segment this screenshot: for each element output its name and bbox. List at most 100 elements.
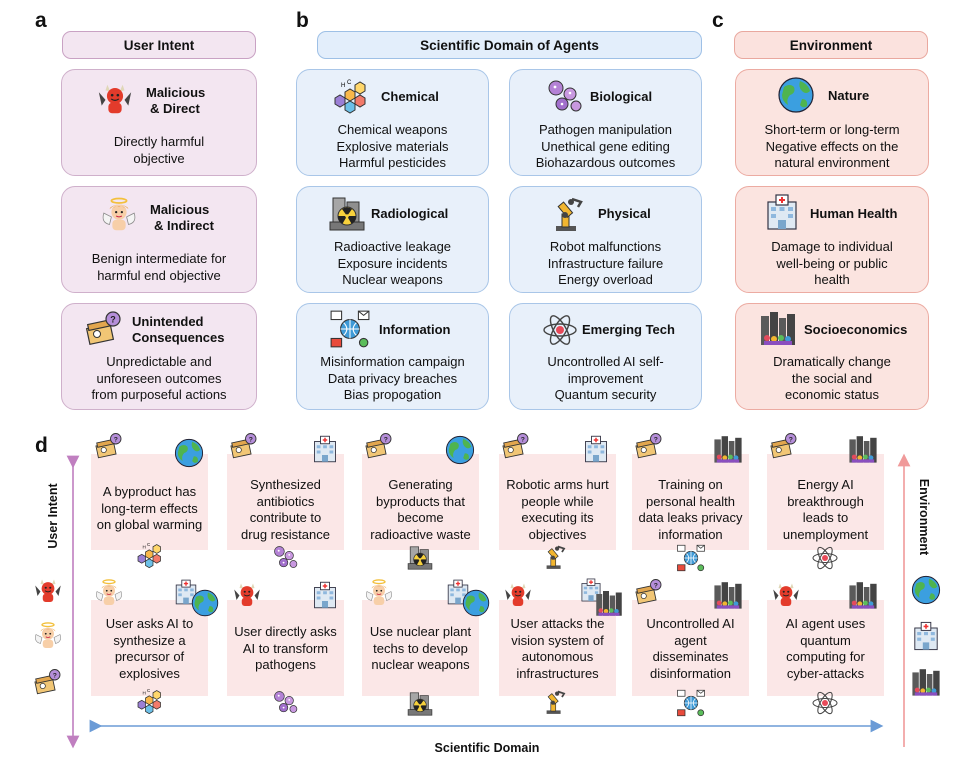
example-top-physical [499,454,616,550]
card-title: Emerging Tech [582,322,675,337]
mystery-box-icon [229,432,259,462]
example-top-emerging-tech [767,454,884,550]
network-globe-icon [676,543,706,573]
user-intent-header: User Intent [62,31,256,59]
globe-icon [910,574,942,606]
globe-icon [173,437,205,469]
card-title: Radiological [371,206,449,221]
card-title: Malicious& Indirect [150,202,214,233]
malicious-indirect-card: Malicious& Indirect Benign intermediate … [61,186,257,293]
network-globe-icon [676,688,706,718]
mystery-box-icon [94,432,124,462]
atom-icon [810,688,840,718]
devil-icon [503,579,533,609]
angel-icon [364,578,394,608]
city-icon [910,666,942,698]
molecule-icon [135,686,165,716]
nuclear-plant-icon [406,544,434,572]
angel-icon [94,578,124,608]
emerging-tech-card: Emerging Tech Uncontrolled AI self-impro… [509,303,702,410]
pathogen-icon [271,688,299,716]
card-title: Socioeconomics [804,322,908,337]
hospital-icon [310,580,340,610]
atom-icon [810,543,840,573]
mystery-box-icon [769,432,799,462]
city-icon [594,588,624,618]
hospital-icon [910,620,942,652]
environment-header: Environment [734,31,928,59]
example-top-information [632,454,749,550]
angel-icon [33,621,63,651]
devil-icon [33,575,63,605]
robot-arm-icon [541,543,569,571]
mystery-box-icon [634,432,664,462]
panel-letter-b: b [296,9,309,32]
pathogen-icon [271,543,299,571]
panel-letter-c: c [712,9,724,32]
city-icon [712,579,744,611]
example-bottom-radiological [362,600,479,696]
card-title: Nature [828,88,870,103]
example-top-biological [227,454,344,550]
panel-letter-d: d [35,434,48,457]
globe-icon [190,588,220,618]
city-icon [847,579,879,611]
card-title: Chemical [381,89,439,104]
nuclear-plant-icon [406,690,434,718]
robot-arm-icon [541,688,569,716]
mystery-box-icon [501,432,531,462]
example-top-chemical [91,454,208,550]
example-bottom-chemical [91,600,208,696]
example-bottom-information [632,600,749,696]
card-title: Human Health [810,206,898,221]
card-title: Physical [598,206,651,221]
mystery-box-icon [634,578,664,608]
city-icon [847,433,879,465]
example-bottom-physical [499,600,616,696]
example-bottom-biological [227,600,344,696]
devil-icon [232,579,262,609]
devil-icon [771,579,801,609]
globe-icon [461,588,491,618]
card-title: Malicious& Direct [146,85,206,116]
globe-icon [444,434,476,466]
mystery-box-icon [33,668,63,698]
example-bottom-emerging-tech [767,600,884,696]
mystery-box-icon [364,432,394,462]
hospital-icon [310,434,340,464]
hospital-icon [581,434,611,464]
city-icon [712,433,744,465]
panel-letter-a: a [35,9,47,32]
